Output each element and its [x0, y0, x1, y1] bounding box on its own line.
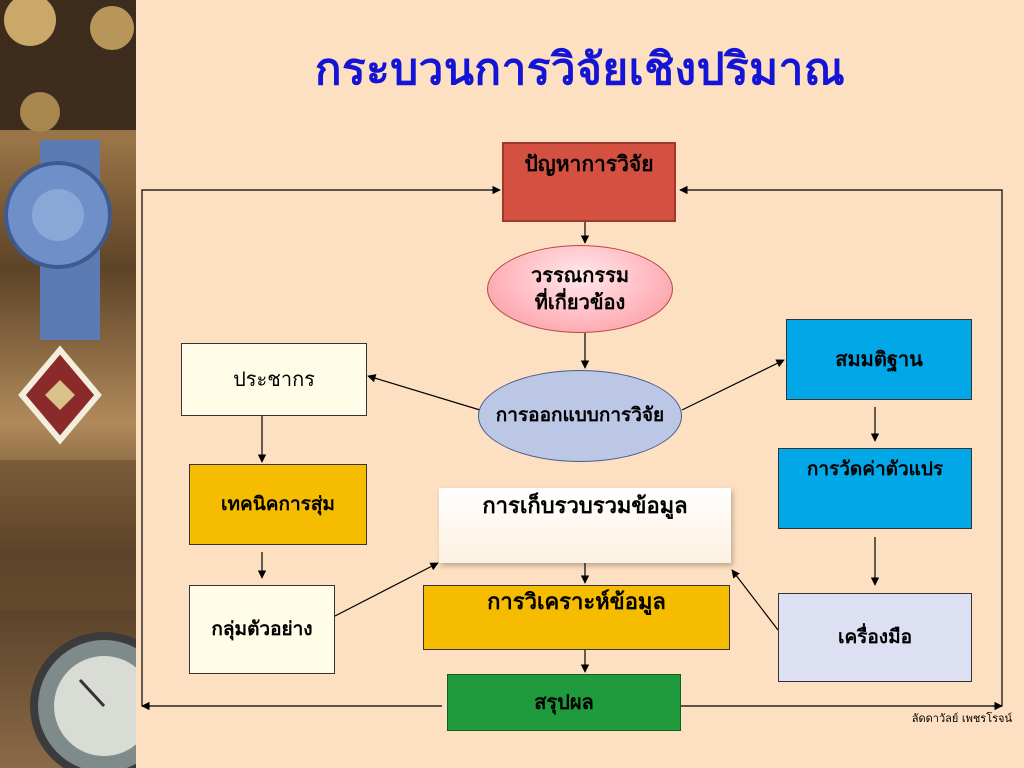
cross-medal-center: [45, 380, 75, 410]
node-conclusion: สรุปผล: [447, 674, 681, 731]
node-instrument-label: เครื่องมือ: [837, 625, 913, 648]
arrow-instrument-collection: [731, 569, 779, 631]
decorative-side-photo: [0, 0, 136, 768]
compass-needle: [78, 678, 106, 708]
node-instrument: เครื่องมือ: [778, 593, 972, 682]
node-hypothesis-label: สมมติฐาน: [835, 347, 923, 371]
node-sample-group-label: กลุ่มตัวอย่าง: [211, 617, 313, 640]
node-data-analysis-label: การวิเคราะห์ข้อมูล: [487, 589, 666, 615]
button-medal: [20, 92, 60, 132]
page-title: กระบวนการวิจัยเชิงปริมาณ: [314, 44, 846, 95]
node-research-problem: ปัญหาการวิจัย: [502, 142, 676, 222]
node-data-analysis: การวิเคราะห์ข้อมูล: [423, 585, 730, 650]
node-population: ประชากร: [181, 343, 367, 416]
loop-right-line: [679, 185, 1003, 707]
node-variable-measurement: การวัดค่าตัวแปร: [778, 448, 972, 529]
node-data-collection: การเก็บรวบรวมข้อมูล: [439, 488, 731, 563]
button-medal: [90, 6, 134, 50]
node-hypothesis: สมมติฐาน: [786, 319, 972, 400]
arrow-sample-collection: [334, 562, 439, 617]
node-population-label: ประชากร: [233, 367, 315, 391]
compass-face: [54, 656, 136, 756]
node-research-design-label: การออกแบบการวิจัย: [495, 404, 665, 427]
rosette-center: [32, 189, 84, 241]
author-credit: ลัดดาวัลย์ เพชรโรจน์: [911, 712, 1012, 725]
node-research-problem-label: ปัญหาการวิจัย: [524, 151, 654, 176]
arrow-design-population: [367, 374, 481, 411]
node-related-literature-line1: วรรณกรรม: [530, 263, 630, 287]
book-cover: [0, 460, 136, 610]
node-conclusion-label: สรุปผล: [534, 690, 594, 714]
arrow-design-hypothesis: [681, 359, 785, 411]
node-sampling-technique-label: เทคนิคการสุ่ม: [221, 492, 335, 515]
node-data-collection-label: การเก็บรวบรวมข้อมูล: [482, 493, 688, 519]
loop-left-line: [141, 185, 501, 707]
node-sampling-technique: เทคนิคการสุ่ม: [189, 464, 367, 545]
button-medal: [4, 0, 56, 46]
node-sample-group: กลุ่มตัวอย่าง: [189, 585, 335, 674]
node-research-design: การออกแบบการวิจัย: [478, 370, 682, 462]
node-related-literature: วรรณกรรม ที่เกี่ยวข้อง: [487, 245, 673, 333]
node-related-literature-line2: ที่เกี่ยวข้อง: [534, 290, 626, 314]
node-variable-measurement-label: การวัดค่าตัวแปร: [806, 458, 944, 480]
